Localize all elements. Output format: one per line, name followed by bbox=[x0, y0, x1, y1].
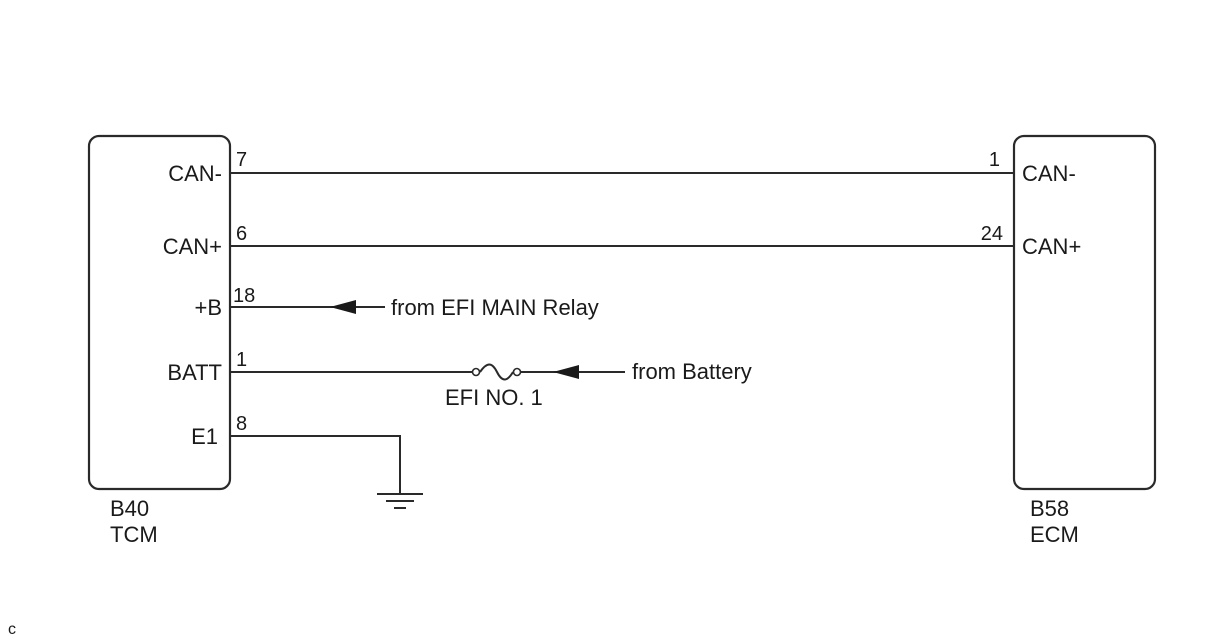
tcm-pin-can-minus: 7 bbox=[236, 149, 247, 171]
efi-main-relay-label: from EFI MAIN Relay bbox=[391, 295, 599, 320]
corner-mark: c bbox=[8, 621, 16, 638]
ecm-box bbox=[1012, 134, 1157, 491]
fuse-terminal-right bbox=[512, 367, 522, 377]
tcm-connector-code: B40 bbox=[110, 496, 149, 521]
plus-b-arrow bbox=[330, 300, 356, 314]
tcm-pin-can-plus: 6 bbox=[236, 223, 247, 245]
tcm-pin-plus-b: 18 bbox=[233, 285, 255, 307]
battery-arrow bbox=[553, 365, 579, 379]
tcm-component-name: TCM bbox=[110, 522, 158, 547]
tcm-terminal-batt: BATT bbox=[167, 360, 222, 385]
ground-icon bbox=[377, 493, 423, 509]
tcm-terminal-e1: E1 bbox=[191, 424, 218, 449]
fuse-label: EFI NO. 1 bbox=[445, 385, 543, 410]
ecm-terminal-can-minus: CAN- bbox=[1022, 161, 1076, 186]
fuse-terminal-left bbox=[471, 367, 481, 377]
tcm-terminal-can-minus: CAN- bbox=[168, 161, 222, 186]
tcm-pin-e1: 8 bbox=[236, 413, 247, 435]
ecm-connector-code: B58 bbox=[1030, 496, 1069, 521]
tcm-terminal-plus-b: +B bbox=[194, 295, 222, 320]
tcm-box bbox=[87, 134, 232, 491]
ecm-terminal-can-plus: CAN+ bbox=[1022, 234, 1081, 259]
ecm-pin-can-plus: 24 bbox=[981, 223, 1003, 245]
tcm-terminal-can-plus: CAN+ bbox=[163, 234, 222, 259]
battery-source-label: from Battery bbox=[632, 359, 752, 384]
fuse-icon bbox=[479, 363, 514, 381]
e1-ground-wire bbox=[230, 435, 401, 494]
tcm-pin-batt: 1 bbox=[236, 349, 247, 371]
ecm-component-name: ECM bbox=[1030, 522, 1079, 547]
ecm-pin-can-minus: 1 bbox=[989, 149, 1000, 171]
